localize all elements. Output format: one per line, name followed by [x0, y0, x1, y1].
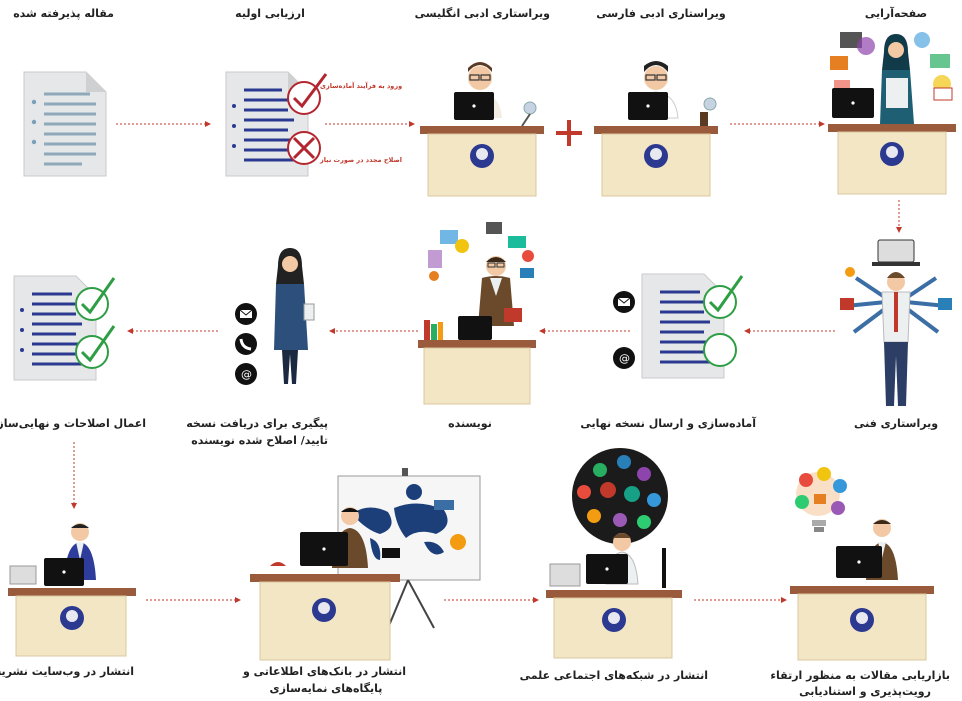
step-publish-website — [6, 520, 138, 660]
step-initial-evaluation-label: ارزیابی اولیه — [235, 7, 305, 20]
step-apply-corrections — [10, 272, 130, 384]
svg-text:@: @ — [241, 368, 252, 381]
step-marketing-label-2: رویت‌پذیری و استنادیابی — [799, 685, 931, 698]
step-publish-website-label: انتشار در وب‌سایت نشریه — [0, 665, 134, 678]
step-marketing — [788, 464, 938, 664]
recorrection-note: اصلاح مجدد در صورت نیاز — [320, 156, 402, 164]
check-circle-icon — [703, 275, 744, 319]
step-publish-social — [544, 444, 692, 662]
empty-circle-icon — [703, 333, 737, 367]
laptop-icon — [9, 565, 37, 585]
step-follow-up-label-1: پیگیری برای دریافت نسخه — [186, 417, 328, 430]
world-map — [352, 503, 448, 560]
laptop-icon — [549, 563, 581, 587]
monitor-icon — [458, 316, 492, 340]
step-english-editor-label: ویراستاری ادبی انگلیسی — [414, 7, 550, 20]
step-persian-editor — [592, 58, 722, 198]
step-follow-up-label-2: تایید/ اصلاح شده نویسنده — [191, 434, 328, 447]
step-author — [416, 216, 548, 406]
step-prepare-final-label: آماده‌سازی و ارسال نسخه نهایی — [580, 417, 756, 430]
step-publish-social-label: انتشار در شبکه‌های اجتماعی علمی — [519, 669, 708, 682]
check-circle-icon — [287, 73, 328, 115]
enter-preparation-note: ورود به فرآیند آماده‌سازی — [320, 82, 403, 90]
at-icon — [613, 347, 635, 369]
lightbulb-icons — [795, 467, 847, 532]
plus-icon — [556, 120, 582, 146]
step-author-label: نویسنده — [448, 417, 492, 430]
books — [424, 320, 443, 340]
step-publish-databases-label-1: انتشار در بانک‌های اطلاعاتی و — [242, 665, 406, 678]
step-page-layout-label: صفحه‌آرایی — [864, 7, 928, 20]
svg-text:@: @ — [619, 352, 630, 365]
step-accepted-article-label: مقاله پذیرفته شده — [13, 7, 114, 20]
step-initial-evaluation — [222, 70, 332, 180]
social-media-icons — [577, 455, 661, 529]
step-apply-corrections-label: اعمال اصلاحات و نهایی‌سازی — [0, 417, 146, 430]
step-english-editor — [418, 58, 548, 198]
step-publish-databases — [248, 468, 484, 664]
step-prepare-final: @ — [608, 270, 748, 382]
step-publish-databases-label-2: پایگاه‌های نمایه‌سازی — [269, 682, 383, 695]
step-technical-editor-label: ویراستاری فنی — [853, 417, 939, 430]
step-follow-up: @ — [222, 244, 322, 394]
at-icon — [235, 363, 257, 385]
check-circle-icon — [75, 325, 116, 369]
step-persian-editor-label: ویراستاری ادبی فارسی — [596, 7, 726, 20]
floating-office-icons — [428, 222, 534, 281]
step-marketing-label-1: بازاریابی مقالات به منظور ارتقاء — [770, 669, 950, 682]
phone-icon — [235, 333, 257, 355]
cross-circle-icon — [287, 131, 321, 165]
step-accepted-article — [20, 70, 110, 180]
step-page-layout — [826, 26, 958, 198]
laptop-icon — [877, 239, 915, 263]
step-technical-editor — [832, 232, 958, 414]
check-circle-icon — [75, 277, 116, 321]
